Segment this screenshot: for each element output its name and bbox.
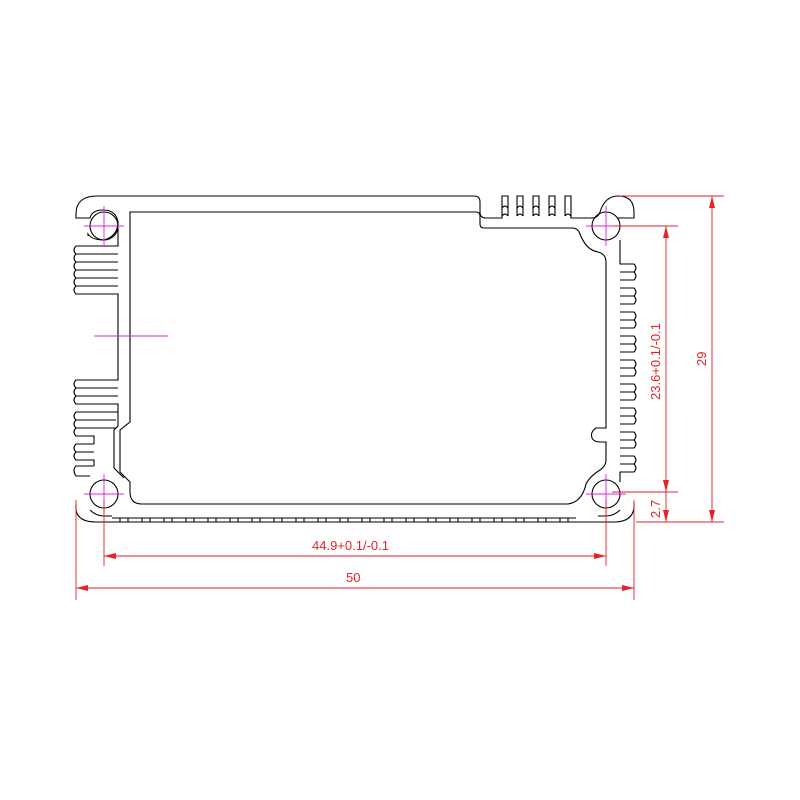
left-wall-outer xyxy=(73,222,119,477)
profile-outline xyxy=(73,195,637,523)
dim-overall-height-arrow-bottom xyxy=(709,510,715,522)
left-lower-fins xyxy=(113,412,125,479)
dim-inner-height-arrow-top xyxy=(663,226,669,238)
dim-overall-width-text: 50 xyxy=(346,570,360,585)
outer-top-edge xyxy=(97,195,635,219)
dimension-lines xyxy=(75,195,724,600)
dim-overall-height-arrow-top xyxy=(709,196,715,208)
dim-inner-width-arrow-right xyxy=(594,553,606,559)
dim-overall-height-text: 29 xyxy=(694,352,709,366)
dim-overall-width-arrow-left xyxy=(76,585,88,591)
dim-bottom-offset-text: 2.7 xyxy=(648,500,663,518)
screw-channel-top-left xyxy=(75,195,119,241)
dim-bottom-offset-arrow-down xyxy=(663,510,669,522)
top-fins-serration xyxy=(501,205,572,217)
bottom-inner-edge xyxy=(89,509,621,517)
dim-inner-height-arrow-bottom xyxy=(663,480,669,492)
inner-cavity xyxy=(119,211,607,505)
center-marks xyxy=(84,206,626,514)
right-wall-outer xyxy=(619,240,637,482)
dim-inner-height-text: 23.6+0.1/-0.1 xyxy=(648,323,663,400)
bottom-outer-edge xyxy=(75,502,635,523)
dim-inner-width-text: 44.9+0.1/-0.1 xyxy=(312,538,389,553)
dim-inner-width-arrow-left xyxy=(104,553,116,559)
dim-overall-width-arrow-right xyxy=(622,585,634,591)
